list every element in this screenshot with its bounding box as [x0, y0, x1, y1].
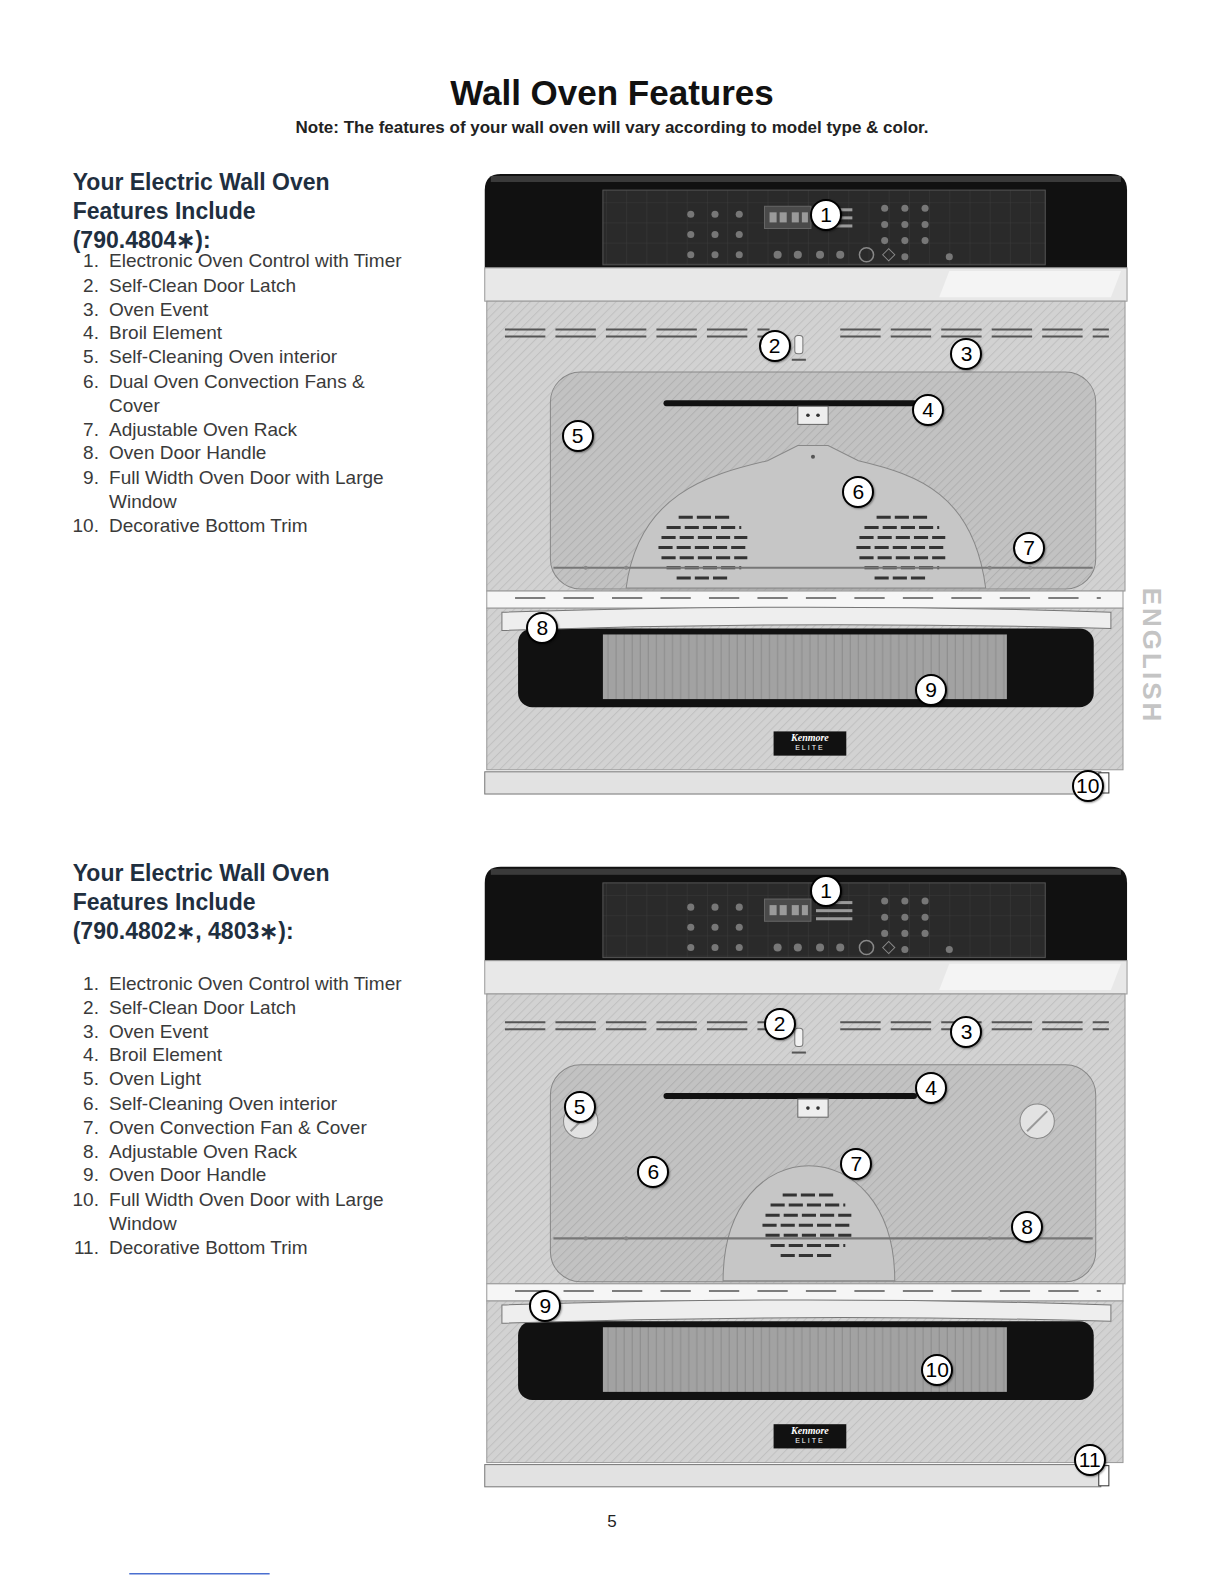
brand-logo-text: ELITE: [774, 744, 847, 752]
single-fan-cover: [553, 1237, 1092, 1239]
page-title: Wall Oven Features: [0, 73, 1224, 113]
brand-logo-text: ELITE: [774, 1437, 847, 1445]
callout-number: 5: [564, 1091, 596, 1123]
brand-logo-text: Kenmore: [774, 732, 847, 743]
side-tab-text: ENGLISH: [1136, 588, 1167, 725]
feature-item: Oven Light: [109, 1067, 452, 1091]
callout-number: 4: [912, 394, 944, 426]
dual-fan-cover: [811, 455, 815, 459]
feature-item: Oven Event: [109, 298, 452, 322]
callout-number: 4: [915, 1072, 947, 1104]
list-number: 8.: [40, 1140, 99, 1164]
feature-item: Oven Door Handle: [109, 1163, 452, 1187]
callout-number: 1: [810, 199, 842, 231]
feature-item: Broil Element: [109, 1043, 452, 1067]
list-number: 5.: [40, 345, 99, 369]
list-number: 8.: [40, 441, 99, 465]
list-number: 7.: [40, 1116, 99, 1140]
feature-item: Full Width Oven Door with Large Window: [109, 466, 397, 514]
feature-item: Decorative Bottom Trim: [109, 1236, 452, 1260]
single-fan-cover: [762, 1195, 853, 1256]
feature-item: Adjustable Oven Rack: [109, 418, 452, 442]
dual-fan-cover: [626, 446, 986, 588]
list-number: 4.: [40, 321, 99, 345]
callout-number: 6: [842, 476, 874, 508]
wall-oven: [485, 174, 1127, 794]
single-fan-cover: [624, 1236, 628, 1240]
oven-rack: [1028, 566, 1032, 570]
callout-number: 8: [1011, 1211, 1043, 1243]
section-heading: Your Electric Wall Oven Features Include…: [73, 859, 366, 946]
feature-item: Oven Event: [109, 1020, 452, 1044]
list-number: 1.: [40, 972, 99, 996]
oven-rack: [553, 566, 1092, 570]
callout-number: 10: [1072, 770, 1104, 802]
feature-item: Full Width Oven Door with Large Window: [109, 1188, 397, 1236]
single-fan-cover: [553, 1104, 1092, 1281]
brand-logo-text: Kenmore: [774, 1425, 847, 1436]
list-number: 11.: [40, 1236, 99, 1260]
callout-number: 11: [1074, 1444, 1106, 1476]
wall-oven: [485, 867, 1127, 1487]
list-number: 10.: [40, 514, 99, 538]
note-text: Note: The features of your wall oven wil…: [0, 117, 1224, 139]
oven-rack: [553, 567, 1092, 569]
feature-item: Electronic Oven Control with Timer: [109, 249, 452, 273]
list-number: 9.: [40, 466, 99, 490]
list-number: 5.: [40, 1067, 99, 1091]
single-fan-cover: [723, 1166, 895, 1281]
list-number: 6.: [40, 370, 99, 394]
feature-item: Self-Cleaning Oven interior: [109, 1092, 452, 1116]
oven-rack: [624, 566, 628, 570]
single-fan-cover: [1027, 1111, 1047, 1131]
feature-item: Broil Element: [109, 321, 452, 345]
single-fan-cover: [1020, 1104, 1054, 1138]
feature-item: Oven Door Handle: [109, 441, 452, 465]
feature-item: Self-Cleaning Oven interior: [109, 345, 452, 369]
list-number: 2.: [40, 996, 99, 1020]
feature-item: Electronic Oven Control with Timer: [109, 972, 452, 996]
list-number: 3.: [40, 1020, 99, 1044]
list-number: 9.: [40, 1163, 99, 1187]
footer-rule: [129, 1573, 269, 1575]
feature-item: Self-Clean Door Latch: [109, 274, 452, 298]
oven-rack: [584, 566, 588, 570]
feature-item: Dual Oven Convection Fans & Cover: [109, 370, 397, 418]
oven-rack: [988, 566, 992, 570]
list-number: 4.: [40, 1043, 99, 1067]
feature-item: Self-Clean Door Latch: [109, 996, 452, 1020]
callout-number: 5: [562, 420, 594, 452]
callout-number: 2: [759, 330, 791, 362]
feature-item: Oven Convection Fan & Cover: [109, 1116, 452, 1140]
feature-item: Adjustable Oven Rack: [109, 1140, 452, 1164]
section-heading: Your Electric Wall Oven Features Include…: [73, 168, 396, 255]
single-fan-cover: [584, 1236, 1032, 1240]
list-number: 1.: [40, 249, 99, 273]
single-fan-cover: [988, 1236, 992, 1240]
list-number: 10.: [40, 1188, 99, 1212]
page-number: 5: [0, 1512, 1224, 1532]
callout-number: 2: [764, 1008, 796, 1040]
feature-item: Decorative Bottom Trim: [109, 514, 452, 538]
single-fan-cover: [584, 1236, 588, 1240]
list-number: 2.: [40, 274, 99, 298]
dual-fan-cover: [626, 446, 986, 588]
oven-rack: [584, 566, 1032, 570]
list-number: 6.: [40, 1092, 99, 1116]
callout-number: 9: [529, 1290, 561, 1322]
list-number: 3.: [40, 298, 99, 322]
callout-number: 9: [915, 674, 947, 706]
list-number: 7.: [40, 418, 99, 442]
callout-number: 1: [810, 875, 842, 907]
